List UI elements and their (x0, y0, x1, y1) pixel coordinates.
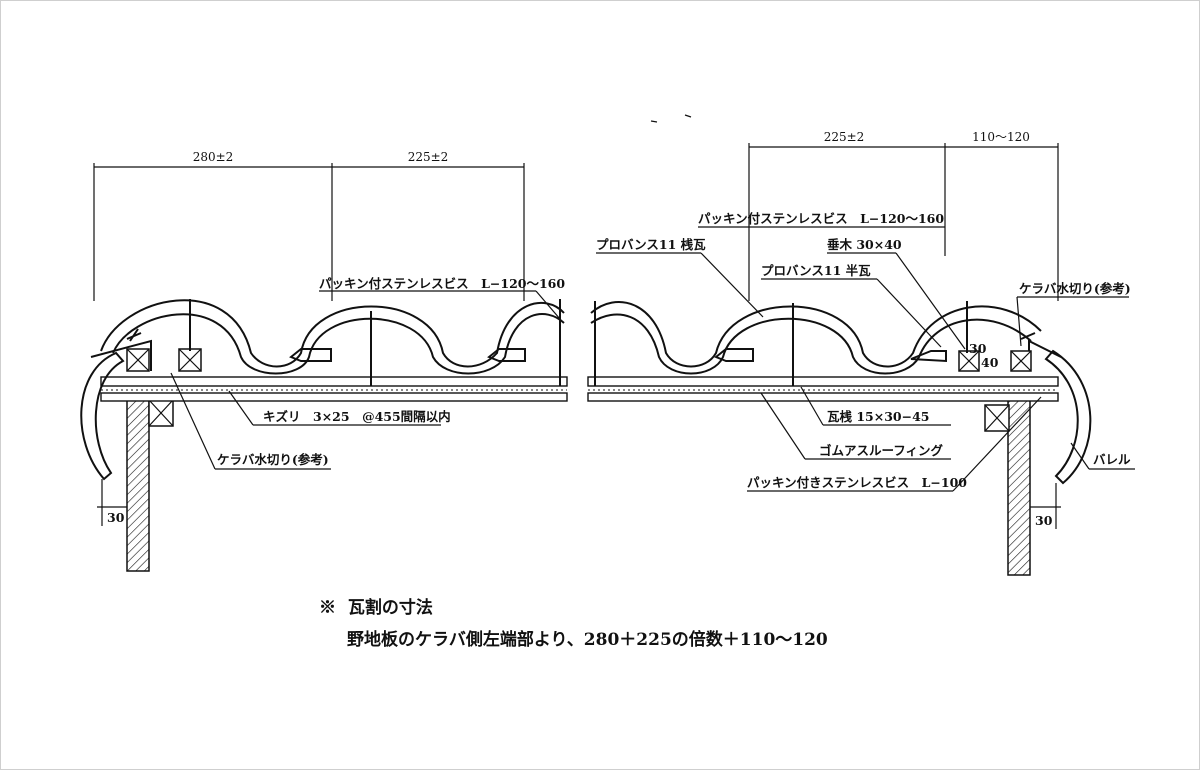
right-taruki-label: 垂木 30×40 (827, 237, 902, 252)
right-dim-110-120: 110〜120 (972, 130, 1030, 144)
note-mark: ※ (319, 598, 336, 618)
right-offset-30: 30 (1035, 513, 1053, 528)
right-kawarasan-label: 瓦桟 15×30−45 (827, 409, 929, 424)
right-section: 225±2 110〜120 (587, 130, 1135, 576)
right-small-30: 30 (969, 341, 987, 356)
left-beam-block (148, 399, 174, 427)
left-dim-225: 225±2 (408, 150, 449, 164)
right-dimension-lines (748, 143, 1059, 301)
left-screw-label: パッキン付ステンレスビス L−120〜160 (319, 276, 565, 291)
left-screws (126, 299, 561, 386)
scan-specks (650, 114, 692, 123)
right-wall-post (1007, 398, 1031, 576)
left-offset-30: 30 (107, 510, 125, 525)
left-keraba-label: ケラバ水切り(参考) (217, 452, 329, 467)
right-screw2-label: パッキン付きステンレスビス L−100 (747, 475, 967, 490)
left-batten-blocks (126, 348, 202, 372)
left-sheathing (100, 376, 568, 402)
left-tile-waves (100, 299, 565, 375)
right-roofing-label: ゴムアスルーフィング (819, 443, 944, 458)
right-screw-label: パッキン付ステンレスビス L−120〜160 (698, 211, 944, 226)
right-beam-block (984, 404, 1010, 432)
right-keraba-label: ケラバ水切り(参考) (1019, 281, 1131, 296)
right-screws (594, 301, 1036, 386)
right-dim-225: 225±2 (824, 130, 865, 144)
right-batten-blocks (958, 350, 1032, 372)
left-section: 280±2 225±2 (80, 150, 568, 572)
left-offset-dim (97, 479, 127, 526)
left-wall-post (126, 398, 150, 572)
right-sangawara-label: プロバンス11 桟瓦 (596, 237, 706, 252)
right-small-40: 40 (981, 355, 999, 370)
left-kizuri-label: キズリ 3×25 @455間隔以内 (263, 409, 451, 424)
note-title: 瓦割の寸法 (347, 598, 433, 618)
note-body: 野地板のケラバ側左端部より、280＋225の倍数＋110〜120 (347, 630, 828, 650)
left-barrel-tile (80, 351, 125, 481)
right-barrel-tile (1044, 349, 1092, 485)
right-sheathing (587, 376, 1059, 402)
left-dim-280: 280±2 (193, 150, 234, 164)
right-hangawara-label: プロバンス11 半瓦 (761, 263, 871, 278)
left-dimension-lines (93, 163, 525, 301)
note-title-line: ※ 瓦割の寸法 (319, 593, 433, 618)
right-barrel-label: バレル (1093, 452, 1131, 467)
right-offset-dim (1030, 483, 1061, 529)
